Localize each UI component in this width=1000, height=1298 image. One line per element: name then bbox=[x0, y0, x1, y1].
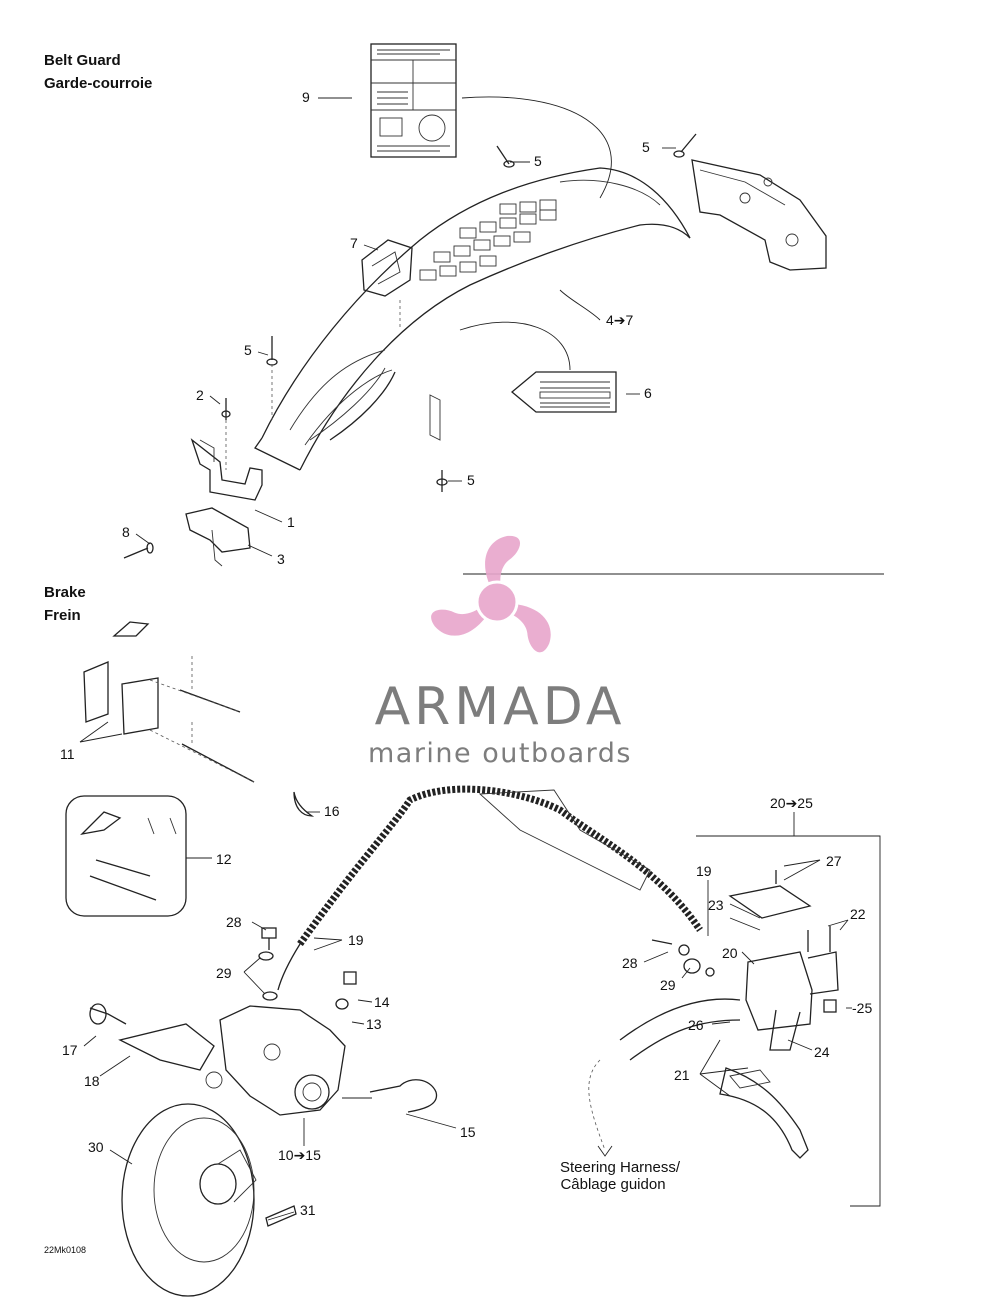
steering-harness-label-fr: Câblage guidon bbox=[560, 1176, 665, 1193]
master-cylinder-part bbox=[728, 870, 839, 1051]
brake-hose-part bbox=[277, 785, 703, 991]
brake-disc-part bbox=[121, 1103, 257, 1297]
steering-harness-label-en: Steering Harness/ bbox=[560, 1159, 681, 1176]
callout-14: 14 bbox=[374, 994, 390, 1010]
callout-2: 2 bbox=[196, 387, 204, 403]
callout-19-left: 19 bbox=[348, 932, 364, 948]
callout-12: 12 bbox=[216, 851, 232, 867]
callout-11: 11 bbox=[60, 746, 75, 762]
belt-guard-title-en: Belt Guard bbox=[44, 52, 121, 69]
brake-heading: Brake Frein bbox=[44, 581, 86, 627]
brake-caliper-part bbox=[118, 1005, 346, 1116]
drawing-code: 22Mk0108 bbox=[44, 1245, 86, 1255]
callout-23: 23 bbox=[708, 897, 724, 913]
callout-20: 20 bbox=[722, 945, 738, 961]
brake-title-fr: Frein bbox=[44, 607, 81, 624]
callout-27: 27 bbox=[826, 853, 842, 869]
callout-28-left: 28 bbox=[226, 914, 242, 930]
callout-31: 31 bbox=[300, 1202, 316, 1218]
watermark-brand: ARMADA bbox=[375, 677, 626, 737]
belt-guard-body-part bbox=[254, 167, 691, 471]
callout-5-left: 5 bbox=[244, 342, 252, 358]
cable-tie-part bbox=[293, 791, 315, 817]
callout-5-top: 5 bbox=[534, 153, 542, 169]
callout-13: 13 bbox=[366, 1016, 382, 1032]
callout-labels: 9 5 5 7 5 4➔7 2 6 5 1 8 3 11 16 12 20➔25… bbox=[60, 89, 872, 1218]
callout-1: 1 bbox=[287, 514, 295, 530]
belt-guard-leaders bbox=[135, 96, 676, 557]
brake-linkage-part bbox=[83, 621, 255, 783]
callout-8: 8 bbox=[122, 524, 130, 540]
brake-lever-part bbox=[619, 998, 809, 1159]
callout-7: 7 bbox=[350, 235, 358, 251]
fitting-parts bbox=[89, 927, 715, 1025]
callout-28-right: 28 bbox=[622, 955, 638, 971]
callout-24: 24 bbox=[814, 1044, 830, 1060]
brake-title-en: Brake bbox=[44, 584, 86, 601]
support-bracket-part bbox=[185, 438, 263, 567]
callout-4-to-7: 4➔7 bbox=[606, 312, 634, 328]
key-part bbox=[265, 1205, 297, 1227]
armada-logo-icon bbox=[431, 535, 551, 653]
callout-3: 3 bbox=[277, 551, 285, 567]
callout-25: -25 bbox=[852, 1000, 872, 1016]
warning-decal-part bbox=[370, 43, 457, 158]
callout-5-bottom: 5 bbox=[467, 472, 475, 488]
callout-10-to-15: 10➔15 bbox=[278, 1147, 321, 1163]
callout-6: 6 bbox=[644, 385, 652, 401]
callout-19-right: 19 bbox=[696, 863, 712, 879]
steering-harness-cable bbox=[588, 1059, 613, 1157]
brake-line-part bbox=[369, 1079, 438, 1113]
callout-30: 30 bbox=[88, 1139, 104, 1155]
callout-22: 22 bbox=[850, 906, 866, 922]
callout-20-to-25: 20➔25 bbox=[770, 795, 813, 811]
belt-guard-title-fr: Garde-courroie bbox=[44, 75, 153, 92]
callout-9: 9 bbox=[302, 89, 310, 105]
watermark-tagline: marine outboards bbox=[368, 738, 632, 769]
vent-grid bbox=[419, 199, 557, 281]
callout-29-left: 29 bbox=[216, 965, 232, 981]
callout-18: 18 bbox=[84, 1073, 100, 1089]
screw-part bbox=[123, 542, 154, 559]
callout-15: 15 bbox=[460, 1124, 476, 1140]
callout-21: 21 bbox=[674, 1067, 690, 1083]
mounting-bracket-part bbox=[691, 159, 827, 271]
caution-label-part bbox=[510, 371, 617, 413]
assembly-bracket bbox=[696, 812, 881, 1207]
rivet-parts bbox=[221, 133, 697, 492]
brake-leaders bbox=[79, 721, 852, 1221]
callout-29-right: 29 bbox=[660, 977, 676, 993]
callout-5-right: 5 bbox=[642, 139, 650, 155]
callout-17: 17 bbox=[62, 1042, 78, 1058]
callout-26: 26 bbox=[688, 1017, 704, 1033]
clip-part bbox=[361, 239, 413, 297]
belt-guard-heading: Belt Guard Garde-courroie bbox=[44, 49, 152, 95]
rod-kit-part bbox=[65, 795, 187, 917]
callout-16: 16 bbox=[324, 803, 340, 819]
